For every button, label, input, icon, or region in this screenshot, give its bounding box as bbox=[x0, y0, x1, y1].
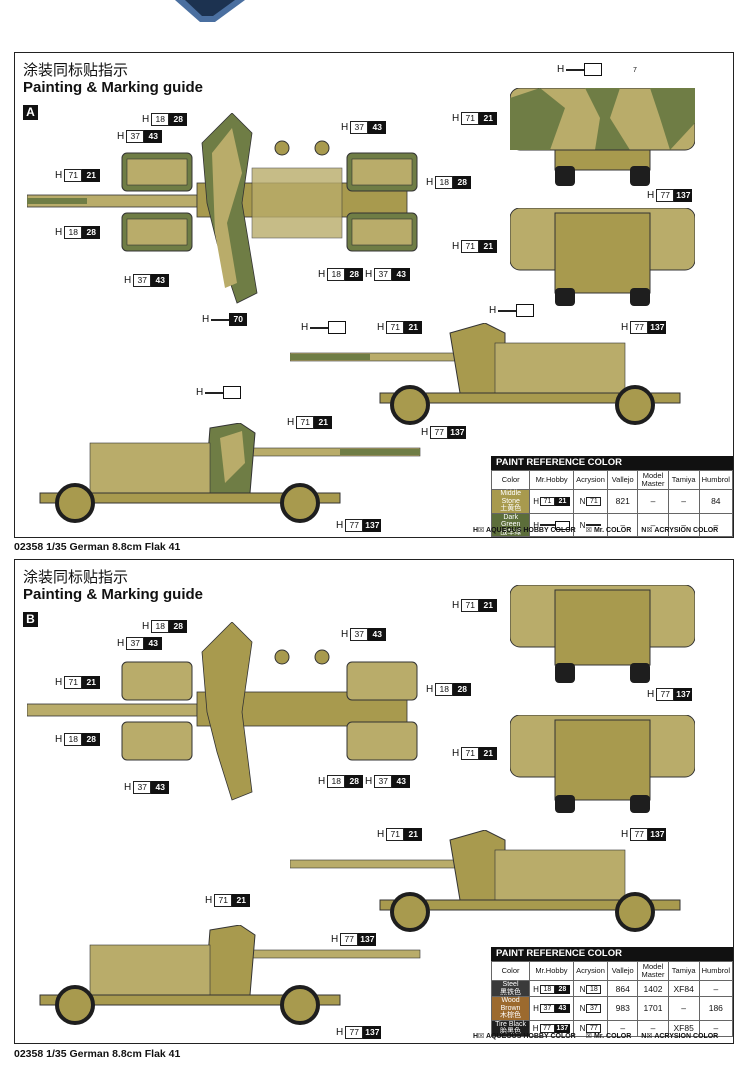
box-art-corner bbox=[175, 0, 245, 22]
panel-b: 涂装同标贴指示 Painting & Marking guide B bbox=[14, 559, 734, 1044]
paint-table-title: PAINT REFERENCE COLOR bbox=[491, 947, 733, 961]
panel-a: 涂装同标贴指示 Painting & Marking guide A 7 bbox=[14, 52, 734, 538]
side-view-right-a bbox=[290, 323, 681, 425]
front-view-camo-a bbox=[510, 88, 695, 186]
front-view-b bbox=[510, 585, 695, 683]
product-caption: 02358 1/35 German 8.8cm Flak 41 bbox=[14, 541, 181, 553]
title-cn: 涂装同标贴指示 bbox=[23, 61, 129, 79]
scheme-badge: A bbox=[23, 105, 38, 120]
scheme-badge: B bbox=[23, 612, 38, 627]
rear-view-a bbox=[510, 208, 695, 306]
title-en: Painting & Marking guide bbox=[23, 586, 204, 603]
rear-view-b bbox=[510, 715, 695, 813]
top-view-drawing-a bbox=[27, 113, 418, 304]
title-cn: 涂装同标贴指示 bbox=[23, 568, 129, 586]
side-view-right-b bbox=[290, 830, 681, 932]
title-en: Painting & Marking guide bbox=[23, 79, 204, 96]
side-view-left-a bbox=[39, 423, 421, 523]
top-view-drawing-b bbox=[27, 622, 418, 801]
paint-table-title: PAINT REFERENCE COLOR bbox=[491, 456, 733, 470]
product-caption: 02358 1/35 German 8.8cm Flak 41 bbox=[14, 1048, 181, 1060]
side-view-left-b bbox=[39, 925, 421, 1025]
plate-number: 7 bbox=[633, 67, 637, 74]
paint-reference-table: PAINT REFERENCE COLOR Color Mr.Hobby Acr… bbox=[490, 456, 734, 537]
paint-reference-table: PAINT REFERENCE COLOR Color Mr.Hobby Acr… bbox=[490, 947, 734, 1037]
